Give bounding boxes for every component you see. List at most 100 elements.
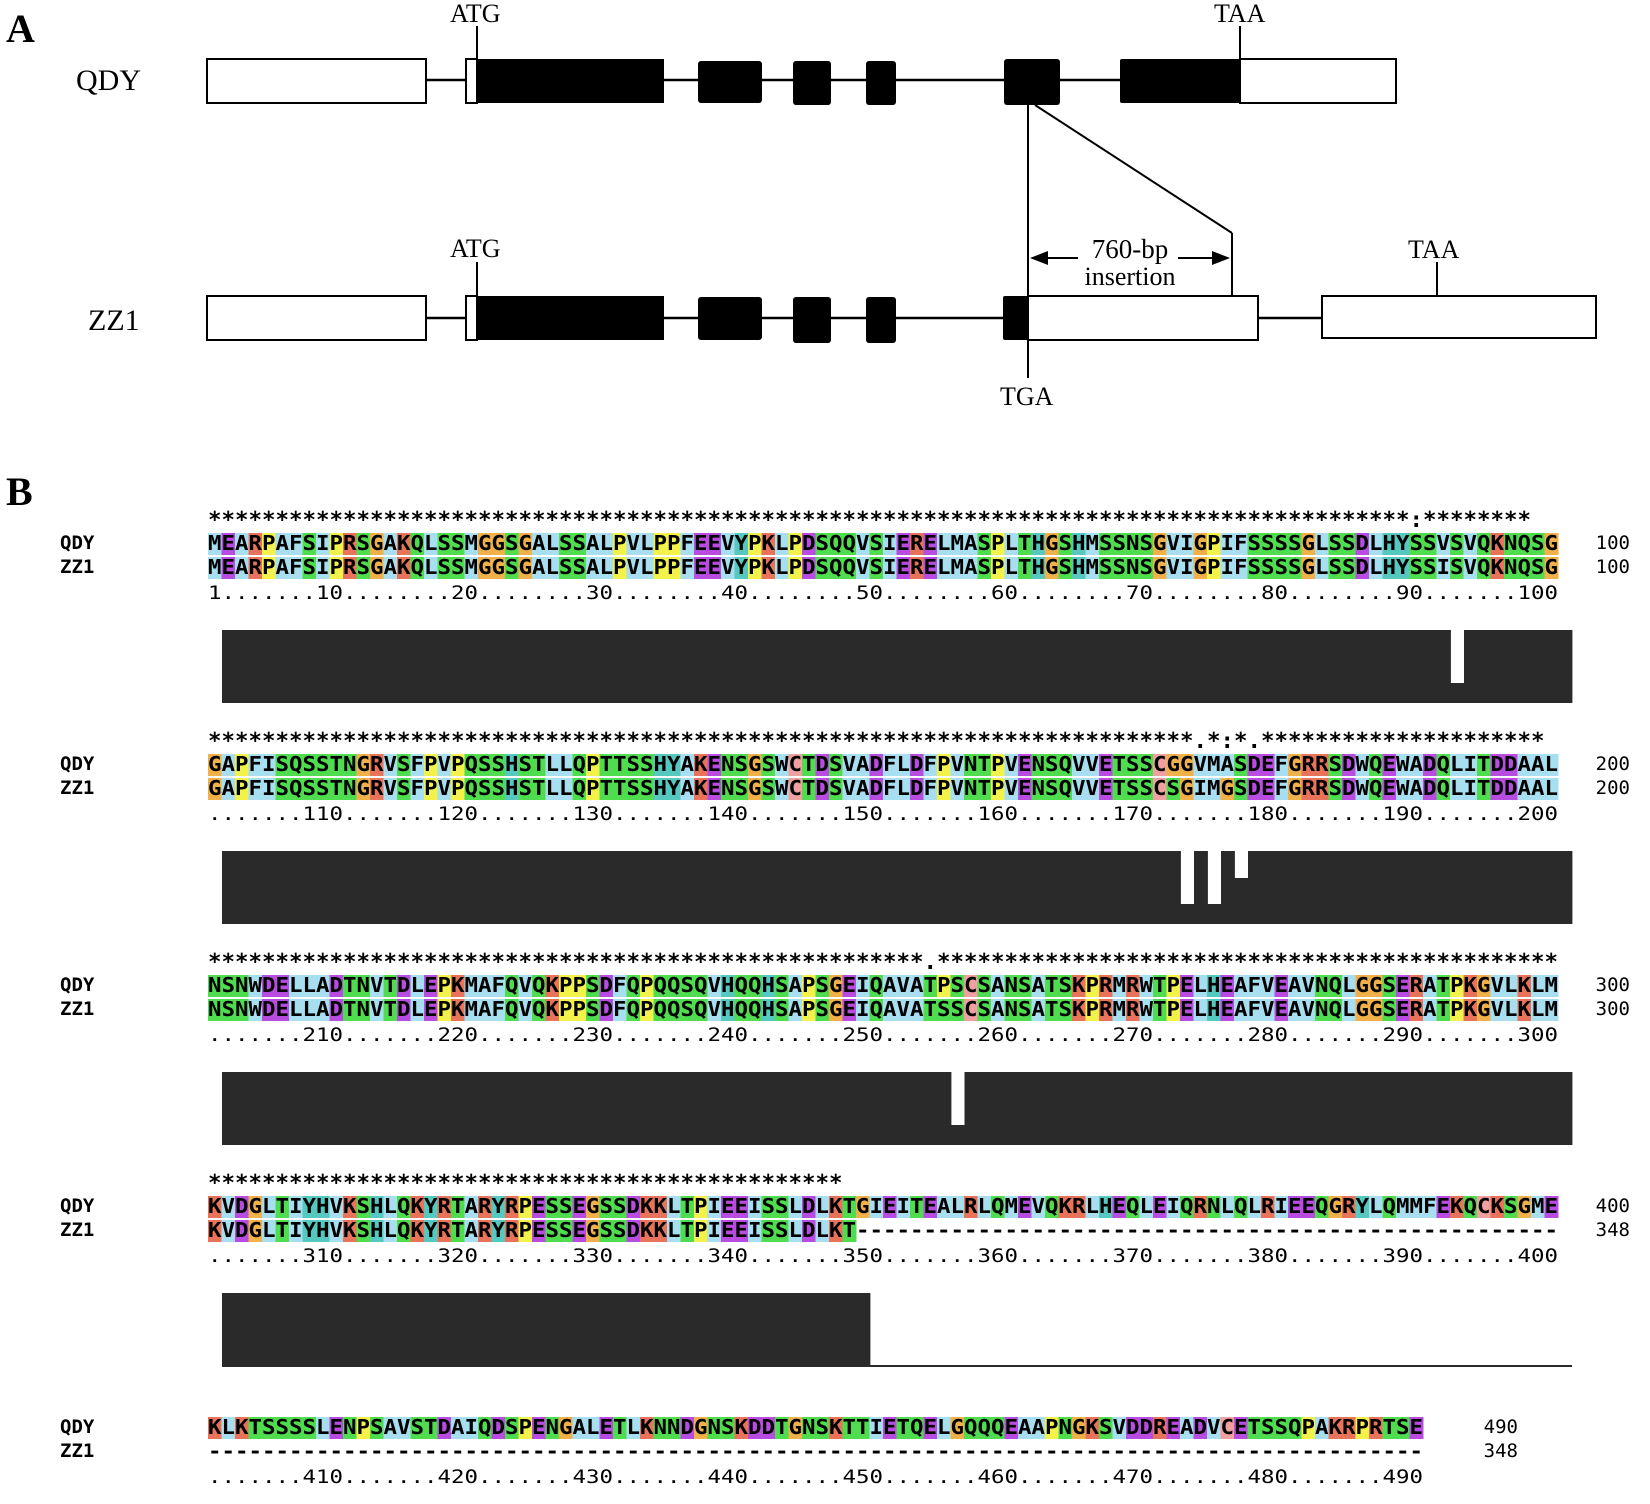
seq-qdy-cell [1477,754,1491,776]
position-ruler: 1.......10........20........30........40… [208,582,1558,604]
seq-zz1-cell [262,999,276,1021]
seq-zz1-cell [464,1220,479,1242]
identity-bar-column [843,1293,857,1366]
seq-qdy-cell [1450,754,1464,776]
seq-qdy-cell [370,1196,384,1218]
seq-zz1-cell [734,557,749,579]
seq-zz1-cell [1166,778,1181,800]
identity-bar-column [937,1072,952,1145]
identity-bar-column [262,630,277,703]
seq-qdy-cell [1423,754,1437,776]
identity-bar-column [1464,630,1478,703]
seq-zz1-cell [1315,999,1329,1021]
seq-zz1-cell [397,999,411,1021]
seq-zz1-cell [869,557,884,579]
seq-zz1-cell [329,778,344,800]
seq-zz1-text: ----------------------------------------… [208,1439,1423,1463]
seq-zz1-cell [1504,999,1518,1021]
seq-qdy-cell [235,1196,249,1218]
seq-zz1-cell [613,999,627,1021]
seq-qdy-cell [1463,975,1478,997]
identity-bar-column [1221,851,1235,924]
identity-bar-column [1342,851,1357,924]
seq-zz1-cell [424,1220,438,1242]
identity-bar-column [1383,630,1397,703]
seq-zz1-cell [1072,999,1086,1021]
identity-bar-column [654,630,668,703]
seq-zz1-cell [424,557,438,579]
position-ruler: .......310.......320.......330.......340… [208,1245,1558,1267]
identity-bar-column [397,851,412,924]
identity-bar-column [1207,630,1222,703]
seq-zz1-cell [1004,778,1019,800]
identity-bar-column [937,851,952,924]
seq-qdy-cell [640,975,654,997]
identity-bar-column [978,851,992,924]
seq-qdy-cell [964,1196,978,1218]
seq-qdy-cell [1193,754,1208,776]
seq-zz1-cell [262,778,276,800]
identity-bar-column [370,630,385,703]
identity-bar-column [573,1293,587,1366]
identity-bar-column [559,851,574,924]
seq-qdy-cell [1234,1196,1248,1218]
identity-bar-column [681,851,695,924]
seq-qdy-cell [221,975,236,997]
consensus-line: ****************************************… [208,508,1531,533]
seq-qdy-cell [532,1196,546,1218]
seq-zz1-cell [491,557,506,579]
seq-qdy-cell [491,975,506,997]
seq-zz1-cell [572,778,587,800]
identity-bar-column [1342,1072,1357,1145]
seq-qdy-cell [1072,1196,1086,1218]
seq-qdy-cell [1099,1417,1113,1439]
seq-qdy-cell [1315,1196,1329,1218]
seq-zz1-cell [964,557,978,579]
identity-bar-column [897,630,911,703]
seq-zz1-cell [1396,557,1410,579]
seq-label-zz1: ZZ1 [60,998,94,1020]
seq-zz1-cell [1504,557,1518,579]
seq-qdy-cell [1193,1196,1208,1218]
identity-bar-column [1045,851,1060,924]
identity-bar-column [1410,1072,1424,1145]
seq-qdy-cell [856,754,870,776]
gene-zz1-exon-4 [866,297,896,343]
identity-bar-column [1153,630,1168,703]
identity-bar-column [1329,1072,1343,1145]
insertion-connector-right [1034,104,1233,234]
seq-qdy-cell [1544,533,1559,555]
seq-zz1-cell [1126,999,1140,1021]
seq-qdy-cell [1477,533,1491,555]
seq-qdy-cell [1369,1417,1383,1439]
seq-zz1-cell [1139,557,1154,579]
identity-bar-column [424,1293,439,1366]
identity-bar-column [1477,1072,1492,1145]
seq-qdy-cell [626,975,641,997]
seq-qdy-cell [289,754,303,776]
panel-b: B **************************************… [6,469,1630,1488]
seq-qdy-cell [734,1196,749,1218]
identity-bar-column [775,630,790,703]
seq-qdy-cell [910,1417,924,1439]
panel-a-label: A [6,6,35,51]
seq-qdy-cell [505,1196,519,1218]
seq-qdy-cell [842,533,857,555]
identity-bar-column [897,851,911,924]
identity-bar-column [870,630,884,703]
seq-qdy-cell [464,754,479,776]
seq-qdy-cell [883,754,897,776]
seq-zz1-cell [559,1220,573,1242]
seq-zz1-cell [694,999,708,1021]
seq-qdy-cell [1045,1196,1059,1218]
identity-bar-column [964,1072,979,1145]
identity-bar-column [357,1293,371,1366]
seq-zz1-cell [1247,778,1262,800]
identity-bar-column [586,1293,601,1366]
seq-zz1-cell [856,778,870,800]
seq-qdy-cell [532,975,546,997]
seq-qdy-cell [1382,754,1397,776]
identity-bar-column [546,630,560,703]
seq-qdy-cell [437,1196,452,1218]
identity-bar-column [978,630,992,703]
